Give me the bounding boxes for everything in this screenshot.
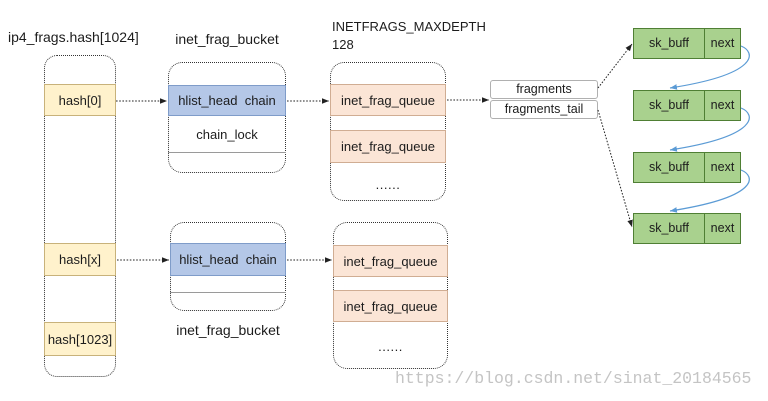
max-depth-value: 128 bbox=[332, 37, 354, 52]
queue-group-1: inet_frag_queue inet_frag_queue ...... bbox=[330, 62, 446, 201]
fragments-field: fragments bbox=[490, 80, 598, 99]
queue-1-item-2: inet_frag_queue bbox=[330, 130, 446, 163]
skb-1: sk_buff next bbox=[633, 28, 741, 59]
arrow-fragments-tail-to-skb4 bbox=[597, 109, 633, 228]
bucket-1-chain: hlist_head chain bbox=[168, 85, 286, 116]
bucket-label-top: inet_frag_bucket bbox=[175, 31, 279, 47]
hash-table-title: ip4_frags.hash[1024] bbox=[8, 29, 139, 45]
skb-1-next: next bbox=[710, 36, 735, 51]
skb-4-name: sk_buff bbox=[634, 214, 705, 243]
queue-group-2: inet_frag_queue inet_frag_queue ...... bbox=[333, 222, 448, 369]
hash-entry-1023: hash[1023] bbox=[44, 322, 116, 356]
queue-2-ellipsis: ...... bbox=[378, 338, 403, 354]
bucket-2-empty-row bbox=[170, 276, 286, 293]
queue-2-item-2: inet_frag_queue bbox=[333, 290, 448, 322]
skb-3: sk_buff next bbox=[633, 152, 741, 183]
bucket-1-chain-lock: chain_lock bbox=[168, 116, 286, 153]
watermark: https://blog.csdn.net/sinat_20184565 bbox=[395, 369, 752, 388]
skb-3-name: sk_buff bbox=[634, 153, 705, 182]
queue-1-item-1: inet_frag_queue bbox=[330, 84, 446, 116]
queue-2-item-1: inet_frag_queue bbox=[333, 245, 448, 277]
max-depth-name: INETFRAGS_MAXDEPTH bbox=[332, 19, 486, 34]
skb-2: sk_buff next bbox=[633, 90, 741, 121]
skb-2-name: sk_buff bbox=[634, 91, 705, 120]
bucket-label-bottom: inet_frag_bucket bbox=[176, 322, 280, 338]
hash-table: hash[0] hash[x] hash[1023] bbox=[44, 55, 116, 377]
fragments-tail-field: fragments_tail bbox=[490, 100, 598, 119]
arrow-fragments-to-skb1 bbox=[597, 43, 633, 89]
inet-frag-bucket-2: hlist_head chain bbox=[170, 222, 286, 311]
hash-entry-x: hash[x] bbox=[44, 243, 116, 276]
skb-4-next: next bbox=[710, 221, 735, 236]
skb-3-next: next bbox=[710, 160, 735, 175]
skb-1-name: sk_buff bbox=[634, 29, 705, 58]
hash-entry-0: hash[0] bbox=[44, 84, 116, 116]
bucket-2-chain: hlist_head chain bbox=[170, 243, 286, 276]
skb-4: sk_buff next bbox=[633, 213, 741, 244]
inet-frag-bucket-1: hlist_head chain chain_lock bbox=[168, 62, 286, 173]
skb-2-next: next bbox=[710, 98, 735, 113]
queue-1-ellipsis: ...... bbox=[375, 176, 401, 192]
